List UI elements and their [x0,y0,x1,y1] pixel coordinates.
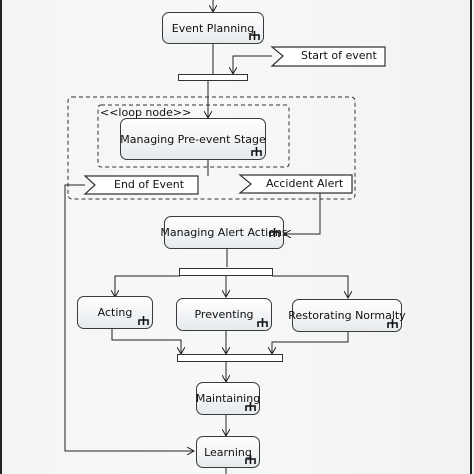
learning-label: Learning [204,445,252,459]
managing-pre-event-stage-action[interactable]: Managing Pre-event Stage [120,118,266,160]
right-border [470,0,472,474]
start-of-event-signal [270,46,386,67]
loop-region [67,96,356,200]
end-of-event-signal [83,175,199,195]
acting-action[interactable]: Acting [77,296,153,329]
end-of-event-label: End of Event [114,178,185,191]
restorating-normalty-label: Restorating Normalty [288,309,406,322]
rake-icon [249,31,260,40]
fork-bar-top [178,74,248,81]
preventing-label: Preventing [194,308,254,321]
preventing-action[interactable]: Preventing [176,298,272,331]
rake-icon [269,228,280,237]
managing-pre-event-stage-label: Managing Pre-event Stage [120,132,266,146]
accident-alert-label: Accident Alert [266,177,344,190]
loop-node-frame [97,104,290,168]
acting-label: Acting [97,306,133,319]
maintaining-label: Maintaining [195,392,261,405]
managing-alert-actions-action[interactable]: Managing Alert Actions [160,216,288,249]
rake-icon [245,402,256,411]
accident-alert-signal [238,174,353,194]
left-border [0,0,2,474]
managing-alert-actions-label: Managing Alert Actions [160,226,288,239]
rake-icon [257,318,268,327]
start-of-event-label: Start of event [301,49,377,62]
join-bar [177,354,283,362]
restorating-normalty-action[interactable]: Restorating Normalty [288,299,406,332]
event-planning-action[interactable]: Event Planning [162,12,264,44]
learning-action[interactable]: Learning [196,436,260,468]
fork-bar-alert [179,268,273,276]
rake-icon [245,455,256,464]
event-planning-label: Event Planning [171,21,255,35]
rake-icon [387,319,398,328]
loop-node-label: <<loop node>> [100,106,192,119]
rake-icon [251,147,262,156]
rake-icon [138,316,149,325]
maintaining-action[interactable]: Maintaining [196,382,260,415]
